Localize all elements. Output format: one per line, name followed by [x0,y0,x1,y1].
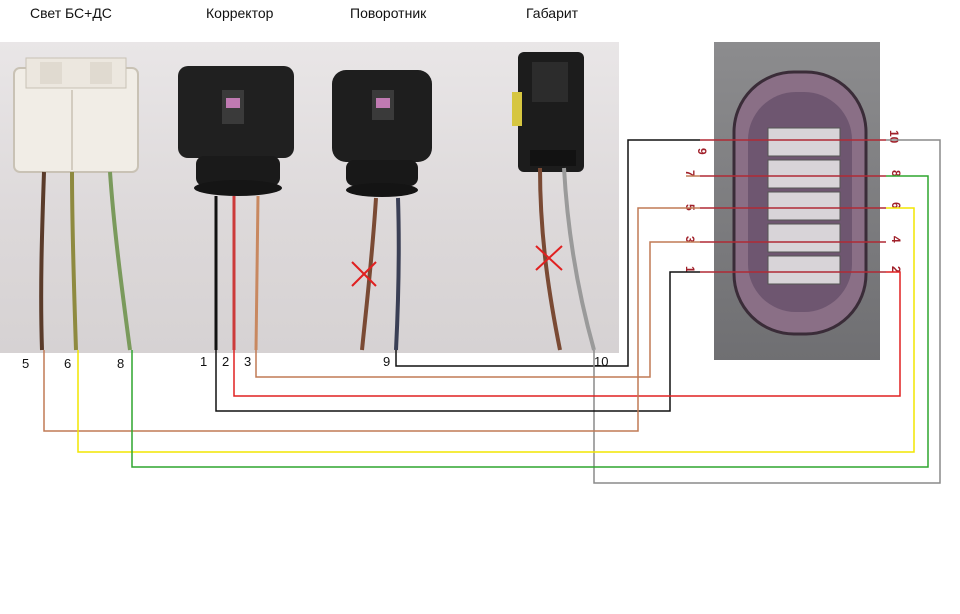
pin-1-label: 1 [200,354,208,369]
route-wire-5 [43,207,700,432]
cross-icon [535,245,563,271]
title-marker: Габарит [526,5,579,21]
route-wire-3 [255,241,700,378]
pin-3-label: 3 [244,354,252,369]
pin-8-label: 8 [117,356,125,371]
wire-corrector-3 [254,195,260,351]
wire-turn-9 [394,197,401,351]
connector-black-icon [178,66,294,196]
route-wire-2 [233,271,901,397]
socket-pin-4: 4 [889,236,903,243]
wire-turn-brown [360,197,378,351]
pin-9-label: 9 [383,354,391,369]
title-light: Свет БС+ДС [30,5,112,21]
headlight-socket-icon [732,70,868,336]
route-wire-1 [215,271,700,412]
socket-pin-3: 3 [683,236,697,243]
socket-pin-2: 2 [889,266,903,273]
wire-marker-brown [538,167,562,351]
title-turn-signal: Поворотник [350,5,427,21]
connector-black-icon [332,70,432,197]
socket-pin-1: 1 [683,266,697,273]
route-wire-6 [77,207,915,453]
title-corrector: Корректор [206,5,274,21]
connector-white-icon [13,57,139,173]
pin-6-label: 6 [64,356,72,371]
socket-pin-7: 7 [683,170,697,177]
connector-black-icon [512,52,584,172]
socket-pin-10: 10 [887,130,901,144]
wire-light-6 [70,171,78,351]
route-wire-10 [593,139,941,484]
socket-pin-9: 9 [695,148,709,155]
socket-pin-6: 6 [889,202,903,209]
wire-marker-10 [562,167,596,351]
pin-2-label: 2 [222,354,230,369]
cross-icon [351,261,377,287]
pin-5-label: 5 [22,356,30,371]
route-wire-8 [131,175,929,468]
wire-light-5 [39,171,46,351]
wire-light-8 [108,171,132,351]
route-wire-9 [395,139,700,367]
socket-pin-8: 8 [889,170,903,177]
